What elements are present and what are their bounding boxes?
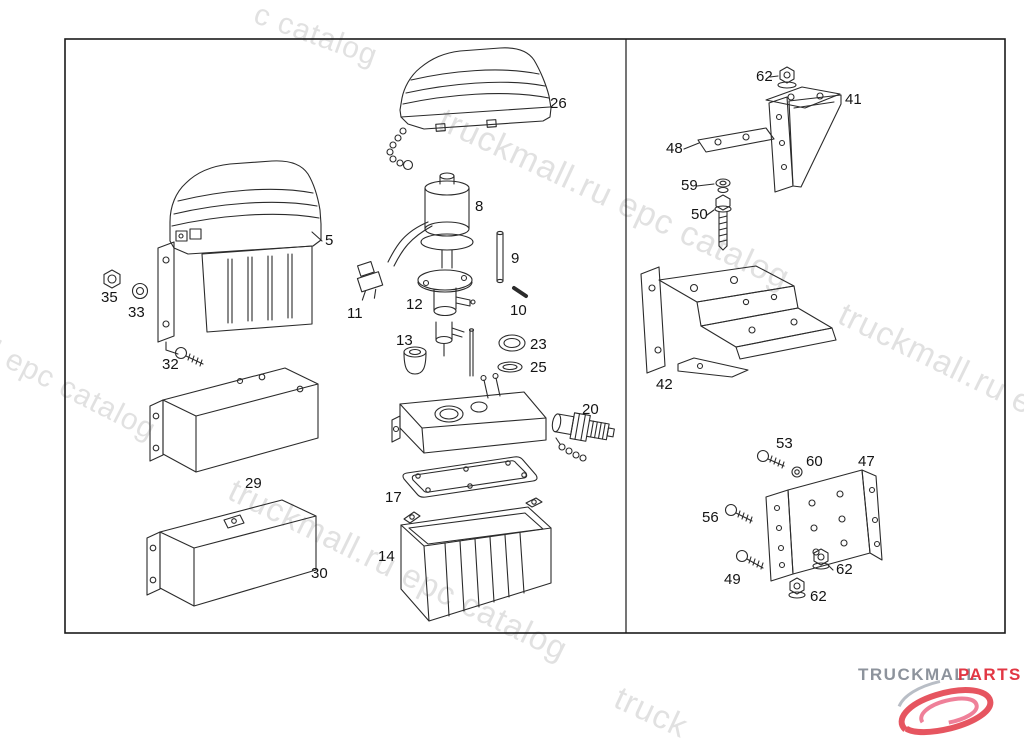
part-11-connector-drawing xyxy=(356,260,384,301)
part-29-bracket-drawing xyxy=(149,367,319,473)
part-9-rod-drawing xyxy=(496,230,504,284)
logo-swirl-icon xyxy=(897,679,994,736)
part-labels: 26 5 35 33 32 8 9 10 11 12 13 23 25 20 1… xyxy=(101,68,875,605)
part-53-bolt-drawing xyxy=(756,449,785,469)
part-label-62-top: 62 xyxy=(756,68,773,85)
part-20-valve-drawing xyxy=(551,412,615,462)
part-25-ring-drawing xyxy=(497,361,523,373)
part-label-17: 17 xyxy=(385,489,402,506)
right-panel xyxy=(640,66,883,599)
part-label-8: 8 xyxy=(475,198,483,215)
watermark-text: c catalog xyxy=(250,0,383,73)
part-17-gasket-drawing xyxy=(402,456,538,498)
fitting-drawing xyxy=(435,321,475,377)
part-label-53: 53 xyxy=(776,435,793,452)
watermark-text: truck xyxy=(609,679,694,745)
part-label-49: 49 xyxy=(724,571,741,588)
part-62-bottom-nut-drawing xyxy=(788,577,806,599)
part-8-motor-drawing xyxy=(387,172,474,269)
part-label-25: 25 xyxy=(530,359,547,376)
part-30-bracket-drawing xyxy=(146,499,317,607)
part-label-10: 10 xyxy=(510,302,527,319)
left-panel xyxy=(103,47,615,622)
part-50-bolt-drawing xyxy=(706,194,732,251)
part-5-reservoir-drawing xyxy=(157,160,323,355)
logo-suffix-text: PARTS xyxy=(958,665,1022,684)
part-label-12: 12 xyxy=(406,296,423,313)
part-label-35: 35 xyxy=(101,289,118,306)
brand-logo: TRUCKMALL PARTS xyxy=(858,665,1022,736)
part-60-washer-drawing xyxy=(791,466,803,478)
watermark-text: l epc catalog xyxy=(0,335,161,447)
part-59-washer-drawing xyxy=(696,178,731,194)
part-label-11: 11 xyxy=(347,305,363,322)
part-33-washer-drawing xyxy=(131,282,149,300)
part-10-pin-drawing xyxy=(512,286,528,298)
part-label-62-bottom: 62 xyxy=(810,588,827,605)
part-label-5: 5 xyxy=(325,232,333,249)
part-label-30: 30 xyxy=(311,565,328,582)
part-47-plate-drawing xyxy=(765,469,883,582)
part-label-9: 9 xyxy=(511,250,519,267)
part-41-bracket-drawing xyxy=(765,86,842,193)
part-12-pump-drawing xyxy=(417,269,476,317)
part-label-14: 14 xyxy=(378,548,395,565)
diagram-frame xyxy=(64,38,1006,634)
part-label-50: 50 xyxy=(691,206,708,223)
part-label-32: 32 xyxy=(162,356,179,373)
part-35-nut-drawing xyxy=(103,269,121,289)
part-label-56: 56 xyxy=(702,509,719,526)
part-62-top-nut-drawing xyxy=(769,66,797,89)
pump-housing-drawing xyxy=(391,372,547,454)
part-label-42: 42 xyxy=(656,376,673,393)
part-label-13: 13 xyxy=(396,332,413,349)
part-label-47: 47 xyxy=(858,453,875,470)
watermark-text: truckmall.ru e xyxy=(833,295,1024,421)
part-48-plate-drawing xyxy=(683,127,775,153)
part-label-48: 48 xyxy=(666,140,683,157)
part-label-41: 41 xyxy=(845,91,862,108)
part-26-cover-drawing xyxy=(386,47,552,171)
part-42-bracket-drawing xyxy=(640,265,837,378)
part-label-33: 33 xyxy=(128,304,145,321)
part-14-tank-drawing xyxy=(400,497,552,622)
logo-name-text: TRUCKMALL xyxy=(858,665,978,684)
part-56-bolt-drawing xyxy=(724,503,753,524)
part-49-bolt-drawing xyxy=(735,549,764,570)
part-label-60: 60 xyxy=(806,453,823,470)
part-label-23: 23 xyxy=(530,336,547,353)
part-label-59: 59 xyxy=(681,177,698,194)
part-label-62-mid: 62 xyxy=(836,561,853,578)
part-32-screw-drawing xyxy=(174,346,204,367)
part-23-ring-drawing xyxy=(498,334,526,352)
part-label-26: 26 xyxy=(550,95,567,112)
part-label-29: 29 xyxy=(245,475,262,492)
part-62-mid-nut-drawing xyxy=(812,548,834,571)
part-13-grommet-drawing xyxy=(403,346,427,375)
part-label-20: 20 xyxy=(582,401,599,418)
